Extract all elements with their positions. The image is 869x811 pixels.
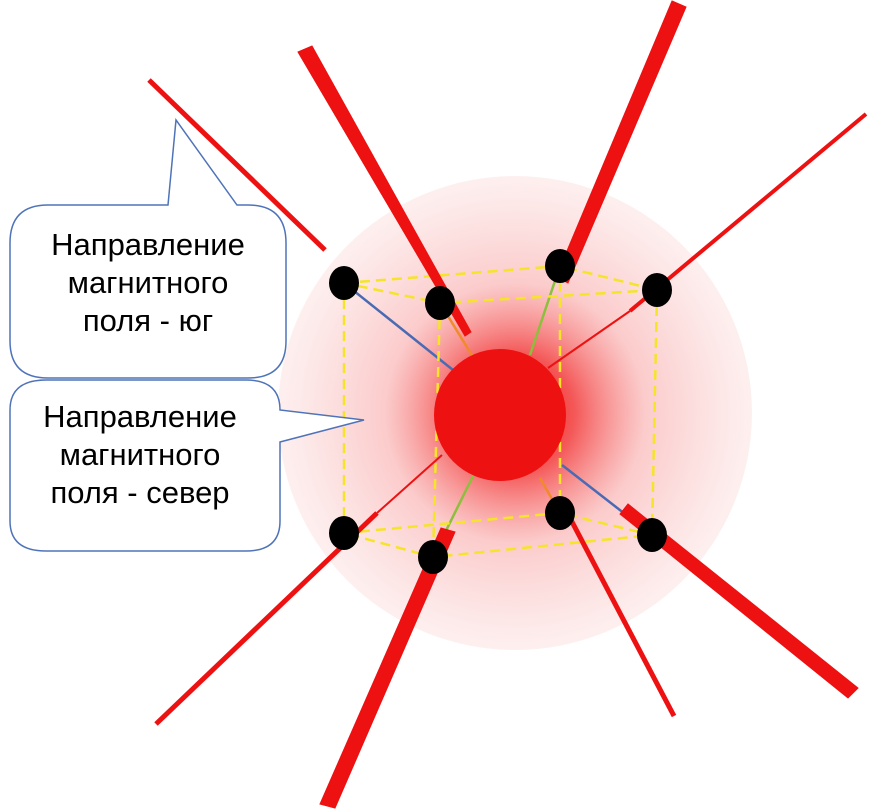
vertex-dot: [329, 266, 359, 300]
cube-vertical-edge: [431, 302, 442, 558]
vertex-dot: [642, 273, 672, 307]
vertex-dot: [425, 286, 455, 320]
field-lines: [147, 0, 868, 809]
field-line-thin: [376, 454, 443, 514]
callout-south-text: Направление магнитного поля - юг: [51, 227, 245, 338]
callout-north-bubble: [9, 379, 365, 552]
callout-south-bubble: [9, 117, 287, 379]
field-line-thick: [555, 0, 687, 284]
callout-north-text: Направление магнитного поля - север: [43, 399, 237, 510]
central-sphere: [434, 349, 566, 481]
field-line-thin: [567, 516, 677, 718]
diagonal-line-blue: [343, 282, 454, 371]
vertex-dot: [418, 540, 448, 574]
cube-top-face: [343, 264, 658, 305]
vertex-dot: [637, 518, 667, 552]
inner-diagonals: [343, 265, 653, 558]
field-line-thick: [619, 503, 859, 699]
cube-vertices: [329, 249, 672, 574]
field-line-thin: [628, 112, 868, 313]
vertex-dot: [545, 249, 575, 283]
cube-vertical-edge: [650, 289, 659, 536]
field-line-thin: [547, 310, 631, 369]
field-line-thick: [297, 45, 472, 337]
vertex-dot: [545, 496, 575, 530]
vertex-dot: [329, 516, 359, 550]
field-line-thin: [147, 78, 327, 252]
field-line-thick: [319, 527, 456, 809]
